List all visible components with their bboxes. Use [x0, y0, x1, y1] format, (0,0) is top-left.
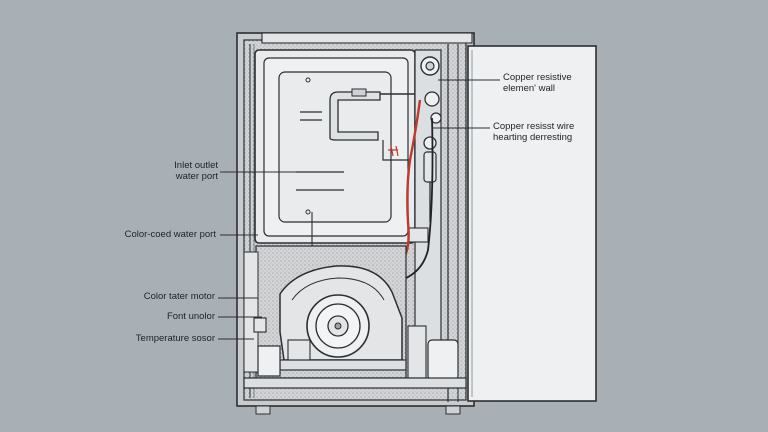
label-line: hearting derresting	[493, 132, 573, 143]
junction-fitting	[430, 112, 442, 124]
thermostat-fitting	[423, 136, 437, 150]
base-compartment	[407, 325, 427, 379]
fan-shaft	[334, 322, 342, 330]
temperature-sensor-body	[253, 317, 267, 333]
cabinet-foot	[445, 405, 461, 415]
base-plate	[243, 377, 467, 389]
label-line: Copper resisst wire	[493, 121, 575, 132]
label-copper-resist-wire: Copper resisst wire hearting derresting	[493, 121, 574, 143]
copper-pipe-loop	[329, 91, 381, 141]
heating-wire-lead	[388, 145, 399, 157]
panel-screw	[305, 77, 311, 83]
label-color-coded-water-port: Color-coed water port	[124, 229, 216, 240]
lower-left-support	[243, 251, 259, 373]
base-compartment	[257, 345, 281, 377]
motor-base	[279, 359, 407, 371]
pipe-drop	[382, 140, 410, 161]
door-panel	[467, 45, 597, 402]
base-compartment	[427, 339, 459, 381]
label-copper-resistive-element-wall: Copper resistive elemen' wall	[503, 72, 572, 94]
label-fan-motor: Font unolor	[166, 311, 215, 322]
label-color-water-motor: Color tater motor	[143, 291, 215, 302]
inlet-valve-inner	[425, 61, 435, 71]
sensor-body	[423, 151, 437, 183]
cabinet-foot	[255, 405, 271, 415]
label-inlet-outlet-water-port: Inlet outlet water port	[174, 160, 218, 182]
label-line: Inlet outlet	[174, 160, 218, 171]
pipe-fitting	[351, 88, 367, 97]
fan-housing-inner	[291, 277, 385, 301]
label-temperature-sensor: Temperature sosor	[135, 333, 215, 344]
elbow-fitting	[424, 91, 440, 107]
column-bracket	[407, 227, 429, 243]
cabinet-top-strip	[261, 32, 473, 44]
label-line: water port	[175, 171, 218, 182]
label-line: elemen' wall	[503, 83, 555, 94]
label-line: Copper resistive	[503, 72, 572, 83]
panel-screw	[305, 209, 311, 215]
